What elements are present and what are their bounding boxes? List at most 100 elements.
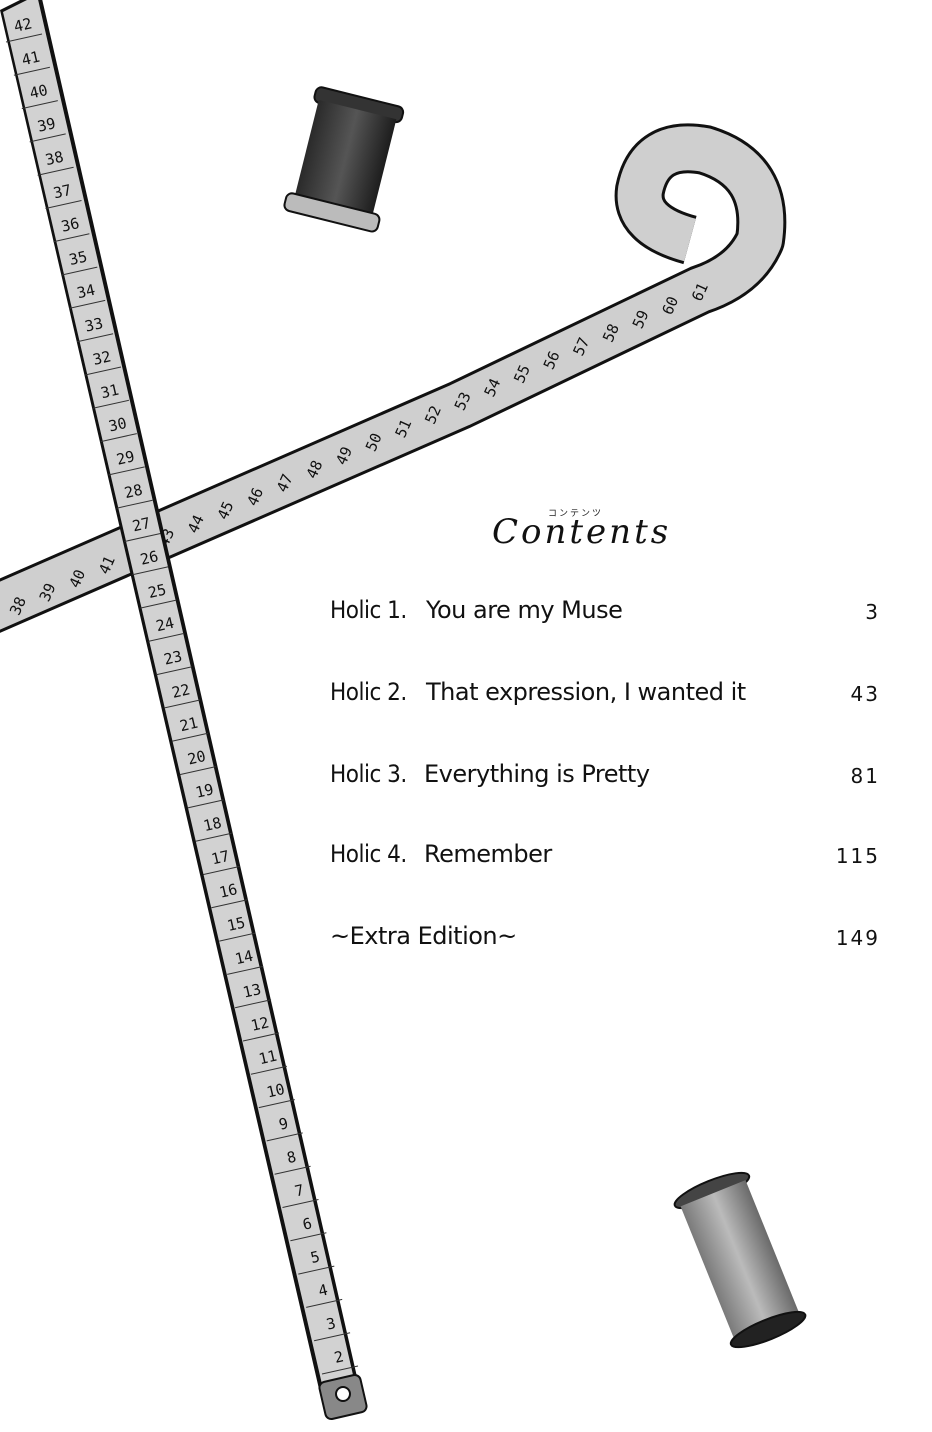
- tape-tick: [242, 1032, 280, 1042]
- tape-number: 14: [233, 947, 255, 969]
- tape-tick: [21, 100, 58, 110]
- tape-number: 6: [301, 1214, 314, 1234]
- tape-number: 7: [293, 1181, 306, 1201]
- tape-tick: [84, 366, 122, 376]
- tape-measure-diagonal: 3839404142434445464748495051525354555657…: [0, 123, 787, 633]
- tape-tick: [187, 799, 224, 809]
- tape-number: 35: [67, 247, 89, 269]
- contents-furigana: コンテンツ: [548, 509, 604, 519]
- tape-tick: [195, 832, 232, 842]
- tape-number: 17: [210, 847, 232, 869]
- tape-number: 34: [75, 281, 97, 303]
- tape-number: 36: [59, 214, 81, 236]
- tape-number: 37: [52, 181, 74, 203]
- toc-chapter: Holic 4.: [330, 840, 407, 868]
- toc-title: You are my Muse: [426, 596, 623, 624]
- tape-number: 48: [303, 458, 327, 482]
- tape-tick: [306, 1298, 343, 1308]
- tape-number: 22: [170, 680, 192, 702]
- tape-tick: [45, 200, 82, 209]
- tape-number: 53: [451, 389, 475, 413]
- tape-number: 39: [36, 114, 58, 136]
- tape-number: 20: [186, 747, 208, 769]
- tape-tick: [100, 433, 137, 443]
- tape-tick: [140, 599, 177, 609]
- tape-number: 8: [285, 1148, 298, 1168]
- tape-number: 33: [83, 314, 105, 336]
- tape-tick: [282, 1199, 319, 1208]
- tape-number: 26: [138, 547, 160, 569]
- tape-tick: [179, 766, 216, 776]
- tape-tick: [234, 999, 272, 1009]
- tape-number: 5: [309, 1247, 322, 1267]
- tape-number: 28: [123, 481, 145, 503]
- tape-tick: [5, 33, 43, 43]
- tape-number: 58: [599, 321, 623, 345]
- tape-tick: [171, 732, 209, 742]
- tape-number: 55: [510, 362, 534, 386]
- tape-tick: [290, 1232, 327, 1242]
- tape-tick: [29, 133, 66, 143]
- tape-measure-vertical: 2345678910111213141516171819202122232425…: [0, 0, 368, 1421]
- tape-tick: [219, 932, 256, 942]
- tape-number: 13: [241, 980, 263, 1002]
- tape-tick: [37, 166, 74, 176]
- tape-number: 38: [6, 594, 30, 618]
- tape-number: 16: [217, 880, 239, 902]
- toc-row: ~Extra Edition~ 149: [330, 916, 880, 960]
- tape-tick: [274, 1165, 311, 1175]
- tape-number: 40: [65, 567, 89, 591]
- tape-number: 29: [115, 447, 137, 469]
- tape-number: 41: [95, 553, 119, 577]
- tape-number: 49: [332, 444, 356, 468]
- tape-number: 23: [162, 647, 184, 669]
- tape-number: 42: [12, 14, 34, 36]
- tape-number: 32: [91, 347, 113, 369]
- tape-number: 10: [265, 1080, 287, 1102]
- tape-tick: [69, 299, 106, 309]
- toc-row: Holic 4. Remember 115: [330, 834, 880, 878]
- tape-tick: [250, 1065, 288, 1075]
- toc-page-number: 43: [850, 682, 880, 706]
- tape-number: 2: [332, 1347, 345, 1367]
- toc-title: ~Extra Edition~: [330, 922, 517, 950]
- tape-number: 11: [257, 1047, 279, 1069]
- tape-tick: [116, 499, 153, 509]
- tape-tick: [124, 533, 161, 542]
- tape-number: 12: [249, 1013, 271, 1035]
- tape-number: 24: [154, 614, 176, 636]
- tape-number: 45: [214, 499, 238, 523]
- tape-number: 39: [36, 580, 60, 604]
- tape-number: 21: [178, 714, 200, 736]
- tape-tick: [155, 666, 193, 676]
- tape-tick: [203, 866, 240, 875]
- tape-tick: [313, 1332, 351, 1342]
- tape-number: 19: [194, 780, 216, 802]
- toc-row: Holic 3. Everything is Pretty 81: [330, 754, 880, 798]
- toc-chapter: Holic 3.: [330, 760, 407, 788]
- tape-tick: [61, 266, 98, 276]
- tape-number: 57: [569, 335, 593, 359]
- tape-number: 25: [146, 580, 168, 602]
- tape-number: 44: [184, 512, 208, 536]
- thread-spool-dark: [283, 86, 405, 233]
- tape-number: 59: [629, 307, 653, 331]
- toc-page-number: 149: [835, 926, 880, 950]
- tape-number: 40: [28, 81, 50, 103]
- toc-page-number: 81: [850, 764, 880, 788]
- toc-row: Holic 2. That expression, I wanted it 43: [330, 672, 880, 716]
- tape-number: 38: [44, 148, 66, 170]
- tape-tick: [76, 333, 114, 343]
- tape-number: 4: [317, 1281, 330, 1301]
- toc-row: Holic 1. You are my Muse 3: [330, 590, 880, 634]
- tape-tick: [321, 1365, 359, 1375]
- tape-number: 47: [273, 471, 297, 495]
- tape-number: 54: [481, 376, 505, 400]
- tape-tick: [258, 1099, 295, 1109]
- toc-title: Remember: [424, 840, 552, 868]
- tape-tick: [132, 566, 169, 576]
- tape-number: 15: [225, 913, 247, 935]
- tape-number: 46: [243, 485, 267, 509]
- tape-number: 27: [131, 514, 153, 536]
